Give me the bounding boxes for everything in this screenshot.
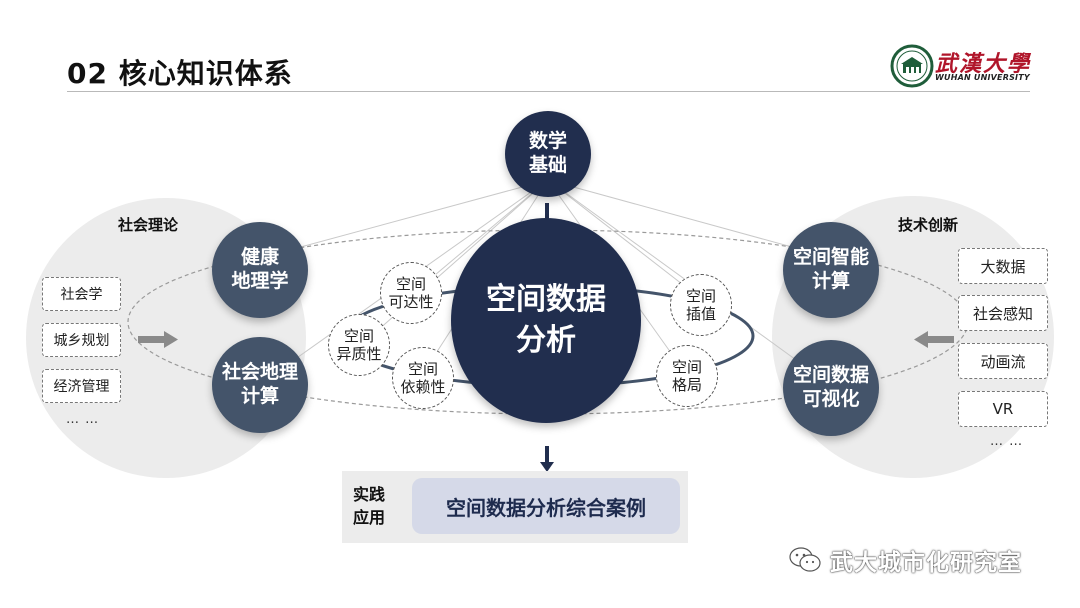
comprehensive-case-label: 空间数据分析综合案例 [446,495,646,520]
pattern-label: 空间 格局 [671,358,702,394]
watermark: 武大城市化研究室 [788,543,1022,577]
health-geography-node: 健康 地理学 [212,222,308,318]
pattern-circle: 空间 格局 [656,345,718,407]
left-arrow-icon [914,331,928,348]
dependence-circle: 空间 依赖性 [392,347,454,409]
watermark-text: 武大城市化研究室 [830,550,1022,576]
tag-social-sensing: 社会感知 [958,295,1048,331]
arrow-shaft [545,446,549,464]
tech-innovation-title: 技术创新 [898,216,959,234]
arrow-shaft [138,336,166,343]
center-label: 空间数据 分析 [486,282,606,358]
right-more-ellipsis: … … [990,434,1024,449]
heterogeneity-circle: 空间 异质性 [328,314,390,376]
logo-chinese-name: 武漢大學 [935,51,1032,77]
logo-english-name: WUHAN UNIVERSITY [935,73,1030,82]
university-seal-icon [890,44,934,88]
down-arrow-icon [540,462,554,472]
tag-big-data: 大数据 [958,248,1048,284]
right-arrow-icon [164,331,178,348]
arrow-shaft [926,336,954,343]
slide-title: 02 核心知识体系 [67,57,293,90]
connector-line [359,179,549,347]
heterogeneity-label: 空间 异质性 [336,327,382,363]
dependence-label: 空间 依赖性 [400,360,446,396]
health-geography-label: 健康 地理学 [231,246,289,292]
accessibility-label: 空间 可达性 [388,275,434,311]
wechat-icon [789,547,821,572]
interpolation-label: 空间 插值 [685,287,716,323]
university-logo [890,44,1030,88]
connector-line [547,179,833,259]
social-geo-computing-label: 社会地理 计算 [221,361,298,407]
tag-sociology: 社会学 [42,277,121,311]
connector-line [259,179,549,259]
title-divider [67,91,1030,92]
interpolation-circle: 空间 插值 [670,274,732,336]
social-geo-computing-node: 社会地理 计算 [212,337,308,433]
spatial-intelligence-node: 空间智能 计算 [783,222,879,318]
math-foundation-label: 数学 基础 [528,130,567,176]
spatial-visualization-label: 空间数据 可视化 [792,364,869,410]
accessibility-circle: 空间 可达性 [380,262,442,324]
tag-animation-flow: 动画流 [958,343,1048,379]
math-foundation-node: 数学 基础 [505,111,591,197]
side-arrows [138,331,954,348]
connector-line [547,179,701,299]
comprehensive-case-box: 空间数据分析综合案例 [412,478,680,534]
spatial-data-analysis-node: 空间数据 分析 [451,218,641,423]
tag-urban-planning: 城乡规划 [42,323,121,357]
spatial-visualization-node: 空间数据 可视化 [783,340,879,436]
tag-vr: VR [958,391,1048,427]
spatial-intelligence-label: 空间智能 计算 [792,246,869,292]
left-more-ellipsis: … … [66,412,100,427]
practice-application-label: 实践 应用 [353,485,386,528]
social-theory-title: 社会理论 [118,216,179,234]
tag-economic-management: 经济管理 [42,369,121,403]
arrow-shaft [545,203,549,221]
